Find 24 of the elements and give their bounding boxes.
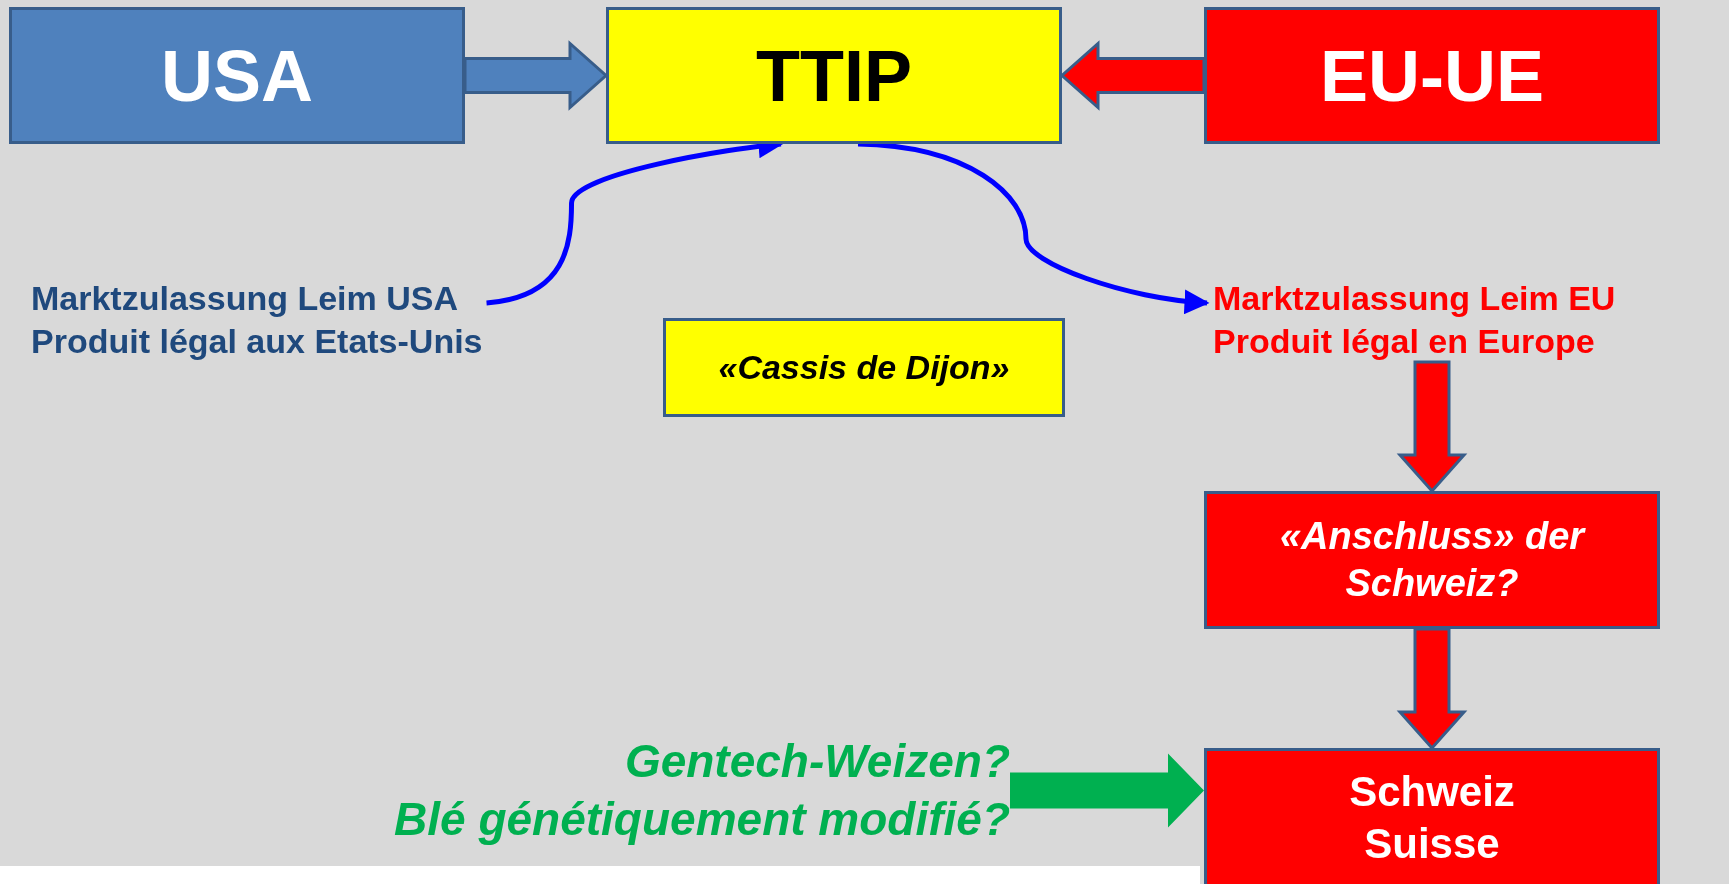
question-text: Gentech-Weizen?: [623, 734, 1010, 789]
question-box: [1204, 491, 1660, 629]
agreement-box: [606, 7, 1062, 144]
principle-box: [663, 318, 1065, 417]
approval-text: Produit légal aux Etats-Unis: [31, 320, 483, 362]
box-label: «Cassis de Dijon»: [718, 347, 1010, 389]
box-label: USA: [161, 34, 313, 118]
box-label: Schweiz: [1349, 766, 1515, 817]
block-arrow: [1396, 360, 1468, 494]
box-label: Suisse: [1364, 819, 1500, 869]
country-box: [1204, 748, 1660, 884]
box-label: «Anschluss» der Schweiz?: [1278, 513, 1587, 606]
block-arrow: [1010, 753, 1204, 828]
box-label: EU-UE: [1320, 34, 1544, 118]
box-label: TTIP: [756, 34, 912, 118]
approval-text: Produit légal en Europe: [1213, 320, 1596, 362]
union-box: [1204, 7, 1660, 144]
approval-text: Marktzulassung Leim EU: [1213, 278, 1616, 319]
country-box: [9, 7, 465, 144]
block-arrow: [463, 40, 609, 111]
approval-text: Marktzulassung Leim USA: [31, 278, 459, 319]
block-arrow: [1396, 627, 1468, 751]
block-arrow: [1059, 40, 1206, 111]
question-text: Blé génétiquement modifié?: [394, 791, 1010, 847]
